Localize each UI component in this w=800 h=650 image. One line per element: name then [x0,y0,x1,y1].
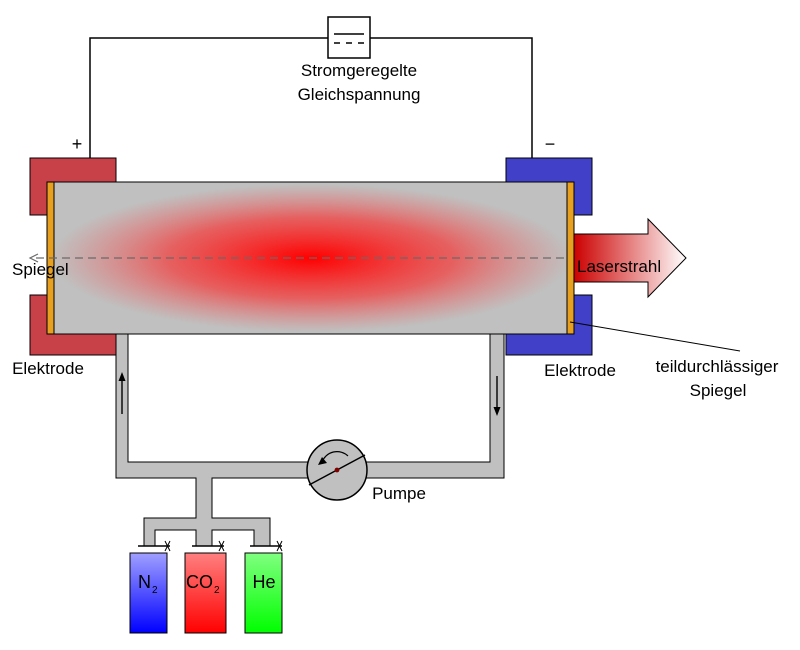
power-supply-label-line1: Stromgeregelte [301,61,417,80]
dc-source-icon [327,16,371,59]
electrode-right-label: Elektrode [544,361,616,380]
minus-sign: − [545,134,556,154]
gas-n2-label: N [138,572,151,592]
gas-bottle-he: He [244,552,283,634]
pump-icon [306,439,368,501]
valve-he-icon [250,540,283,552]
gas-bottle-co2: CO 2 [184,552,227,634]
partial-mirror-label-line1: teildurchlässiger [656,357,779,376]
pump-label: Pumpe [372,484,426,503]
mirror-right-partial [566,181,575,335]
plus-sign: + [72,134,83,154]
axis-arrow-icon [28,253,39,263]
gas-n2-subscript: 2 [152,585,158,596]
power-wiring [89,37,533,158]
valve-co2-icon [192,540,225,552]
electrode-left-label: Elektrode [12,359,84,378]
gas-co2-label: CO [186,572,213,592]
gas-co2-subscript: 2 [214,585,220,596]
partial-mirror-label-line2: Spiegel [690,381,747,400]
gas-piping [115,333,505,547]
mirror-left-label: Spiegel [12,260,69,279]
partial-mirror-pointer [569,321,741,352]
laser-beam-arrow [573,217,687,299]
gas-bottle-n2: N 2 [129,552,168,634]
power-supply-label-line2: Gleichspannung [298,85,421,104]
gas-he-label: He [252,572,275,592]
laser-beam-label: Laserstrahl [577,257,661,276]
valve-n2-icon [138,540,171,552]
